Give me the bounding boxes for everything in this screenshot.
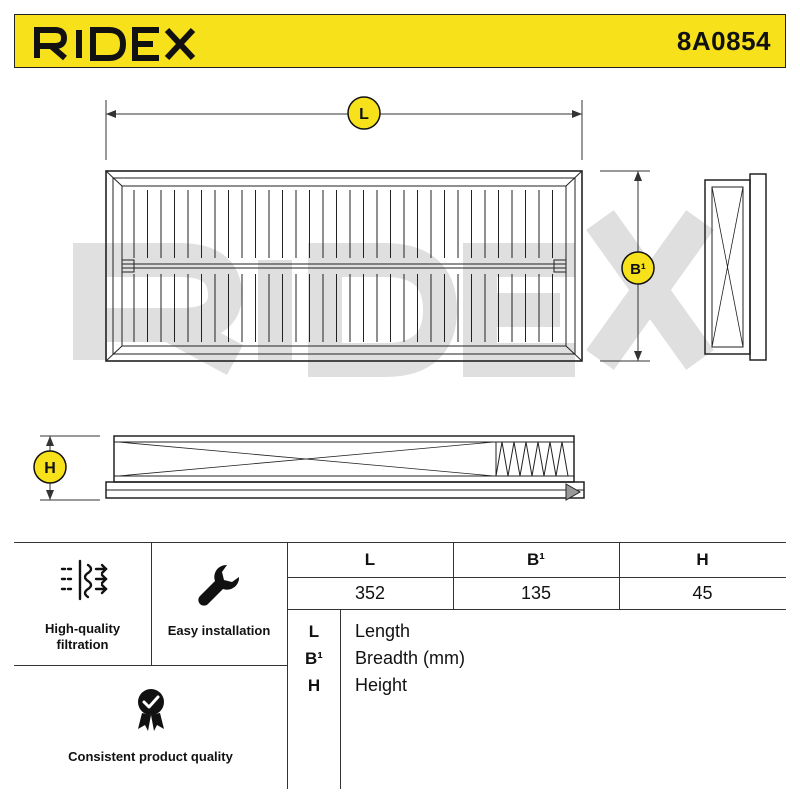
legend-key-breadth: B¹ [305,649,323,668]
filter-top-view [105,170,583,362]
technical-drawing: L B¹ [0,70,800,540]
length-label: L [359,106,369,123]
filter-end-view [704,173,767,361]
dim-header-height: H [696,550,709,569]
feature-quality-label: Consistent product quality [68,749,233,764]
dim-value-breadth: 135 [520,583,552,603]
dim-header-breadth: B¹ [527,550,545,569]
filter-front-view [105,435,585,501]
legend-key-length: L [308,622,320,641]
front-pleat-zigzag [495,441,569,477]
dim-value-length: 352 [354,583,386,603]
legend-text-height: Height [355,675,408,695]
legend-text-length: Length [355,621,411,641]
breadth-dimension: B¹ [600,170,655,362]
header-bar: 8A0854 [14,14,786,68]
height-label: H [44,460,56,477]
wrench-icon [198,564,240,606]
legend-key-height: H [307,676,321,695]
brand-logo [31,22,199,62]
breadth-label: B¹ [630,261,646,278]
quality-badge-icon [138,689,164,731]
feature-filtration-line1: High-quality [44,621,121,636]
legend-text-breadth: Breadth (mm) [355,648,466,668]
feature-filtration-line2: filtration [56,637,109,652]
length-dimension: L [105,96,583,160]
specs-panel: High-quality filtration Easy installatio… [14,542,786,789]
feature-installation: Easy installation [151,543,287,665]
filtration-icon [60,559,108,601]
dim-header-length: L [364,550,376,569]
feature-filtration: High-quality filtration [14,543,151,665]
watermark-logo [73,210,714,377]
dim-value-height: 45 [692,583,713,603]
feature-quality: Consistent product quality [14,665,287,789]
feature-installation-label: Easy installation [167,623,271,638]
part-number: 8A0854 [676,26,771,56]
height-dimension: H [33,435,100,501]
